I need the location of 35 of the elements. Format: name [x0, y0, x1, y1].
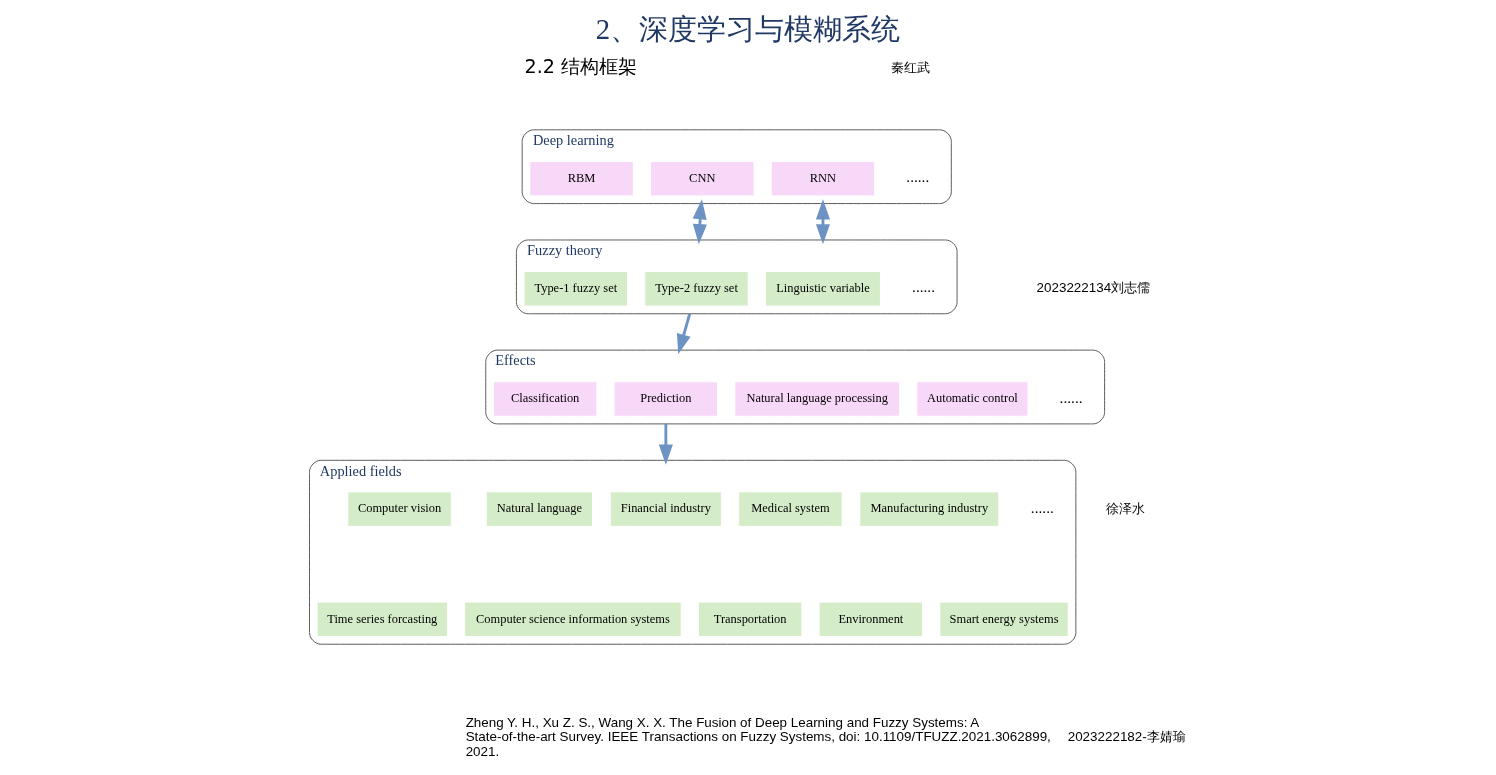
- node-box: Manufacturing industry: [859, 491, 1000, 527]
- node-box: Smart energy systems: [939, 601, 1069, 638]
- node-box: RBM: [529, 160, 634, 197]
- arrow: [658, 423, 673, 465]
- node-box: CNN: [650, 160, 755, 197]
- label: ......: [912, 278, 936, 296]
- node-box: Transportation: [697, 601, 803, 638]
- diagram-title: 2、深度学习与模糊系统: [595, 12, 901, 45]
- label: 2023222182-李婧瑜: [1067, 729, 1186, 745]
- label: 徐泽水: [1106, 500, 1146, 516]
- node-box: Financial industry: [609, 491, 722, 527]
- node-box: Classification: [492, 381, 598, 417]
- arrow: [676, 313, 692, 355]
- node-box: Type-2 fuzzy set: [644, 271, 749, 307]
- node-box: Medical system: [738, 491, 843, 527]
- label: ......: [906, 168, 930, 186]
- node-box: Computer vision: [347, 491, 452, 527]
- node-box: Natural language processing: [734, 381, 901, 417]
- label: Zheng Y. H., Xu Z. S., Wang X. X. The Fusion of Deep Learning and Fuzzy Systems: A State-of-the-art Survey. IEEE Transactions on Fuzzy Systems, doi: 10.1109/TFUZZ.2021.3062899, 2021.: [465, 714, 1051, 759]
- arrow: [692, 199, 707, 245]
- node-box: Natural language: [485, 491, 594, 527]
- label: 2.2 结构框架: [524, 55, 638, 79]
- node-box: Time series forcasting: [316, 601, 448, 638]
- node-box: Prediction: [613, 381, 719, 417]
- label: 秦红武: [891, 60, 931, 76]
- arrow: [815, 199, 830, 245]
- node-box: Linguistic variable: [765, 271, 881, 307]
- node-box: Computer science information systems: [464, 601, 682, 638]
- node-box: Type-1 fuzzy set: [523, 271, 628, 307]
- node-box: RNN: [770, 160, 876, 197]
- node-box: Automatic control: [916, 381, 1029, 417]
- label: ......: [1059, 388, 1083, 406]
- label: 2023222134刘志儒: [1036, 280, 1151, 296]
- node-box: Environment: [818, 601, 924, 638]
- label: ......: [1030, 498, 1054, 516]
